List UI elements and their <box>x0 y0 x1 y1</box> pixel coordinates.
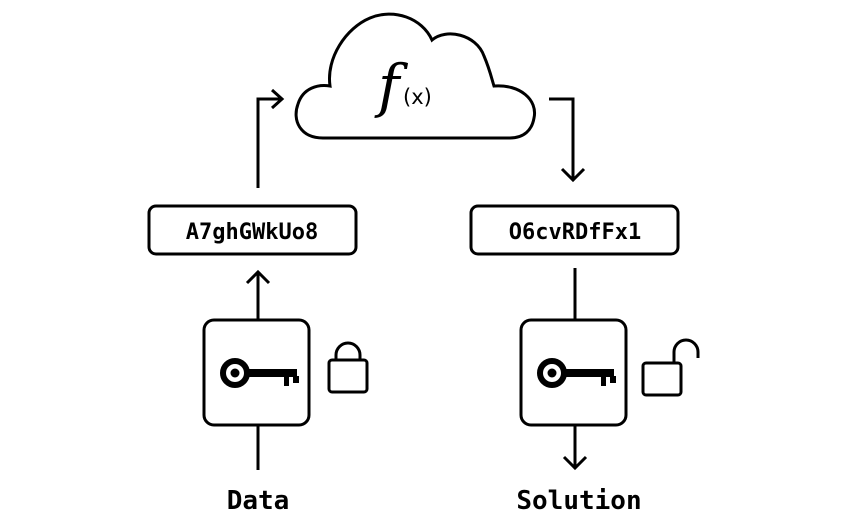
encrypted-data-label: A7ghGWkUo8 <box>186 220 318 245</box>
data-caption: Data <box>227 486 290 516</box>
arrow-up-to-box <box>245 269 271 320</box>
padlock-open-icon <box>641 338 700 397</box>
function-argument: (x) <box>403 85 432 109</box>
encrypted-data-box: A7ghGWkUo8 <box>147 204 358 256</box>
padlock-closed-icon <box>327 341 369 394</box>
arrow-from-cloud <box>549 97 586 183</box>
arrow-to-cloud <box>256 88 285 188</box>
encrypted-result-label: O6cvRDfFx1 <box>509 220 641 245</box>
cloud-icon <box>294 12 537 140</box>
key-icon <box>540 361 616 386</box>
arrow-down-to-solution <box>562 425 588 471</box>
function-label: f (x) <box>374 52 432 120</box>
encrypted-result-box: O6cvRDfFx1 <box>469 204 680 256</box>
decrypt-key-box <box>519 318 628 427</box>
encrypt-key-box <box>202 318 311 427</box>
key-icon <box>223 361 299 386</box>
solution-caption: Solution <box>516 486 641 516</box>
